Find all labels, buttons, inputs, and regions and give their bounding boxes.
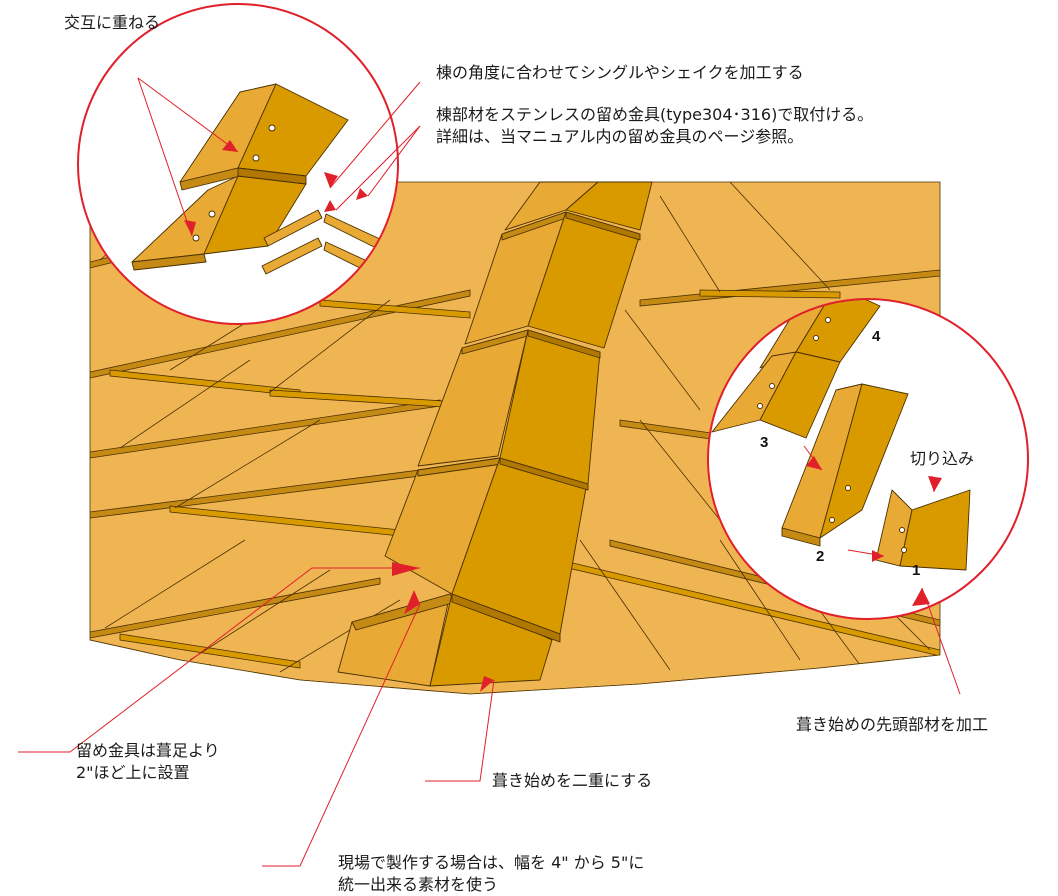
label-alternate-overlap: 交互に重ねる [64,13,161,32]
label-process-starter: 葺き始めの先頭部材を加工 [796,715,989,734]
cut-shingle-1 [263,209,323,247]
nail-hole [252,154,260,162]
ridge-unit-right-1 [429,593,553,687]
step-number-2: 2 [816,548,825,565]
label-fastener-line2: 詳細は、当マニュアル内の留め金具のページ参照。 [436,127,804,146]
step-number-1: 1 [912,562,921,579]
cut-shingle-3 [261,237,323,275]
detail-circle-top-left [77,3,399,325]
label-site-fab-line2: 統一出来る素材を使う [338,875,499,894]
callout-arrowheads [184,140,942,692]
hip-ridge [337,181,653,687]
detail-circle-right [707,298,1029,620]
nail-hole [192,234,200,242]
left-shingle-courses [90,189,471,669]
label-site-fab-line1: 現場で製作する場合は、幅を 4" から 5"に [338,853,645,872]
label-fastener-height-line1: 留め金具は葺足より [76,741,220,760]
label-cut-to-ridge-angle: 棟の角度に合わせてシングルやシェイクを加工する [436,63,804,82]
step-number-4: 4 [872,328,881,345]
label-fastener-line1: 棟部材をステンレスの留め金具(type304･316)で取付ける。 [436,105,874,124]
step3-piece-right [819,383,909,539]
step4-piece-right-lower [759,351,841,439]
step-number-3: 3 [760,434,769,451]
label-notch: 切り込み [910,449,975,468]
nail-hole [208,210,216,218]
step1-piece-right [899,489,971,571]
label-double-starter: 葺き始めを二重にする [492,771,653,790]
ridge-unit-right-5 [565,181,653,231]
nail-hole [268,124,276,132]
label-fastener-height-line2: 2"ほど上に設置 [76,763,190,782]
callout-lines [18,77,961,867]
